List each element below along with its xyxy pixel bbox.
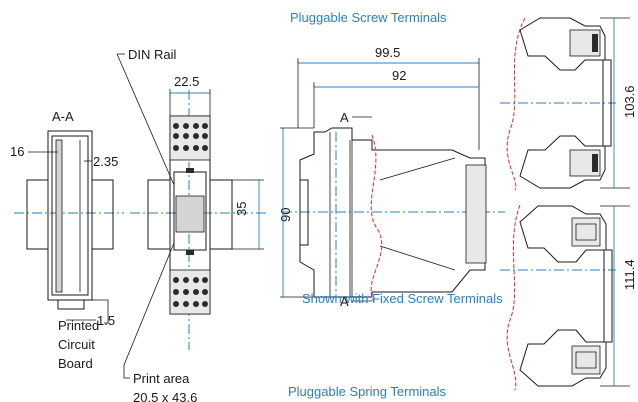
dim-16: 16: [10, 144, 24, 159]
pcb-label-line3: Board: [58, 356, 93, 371]
section-mark-bottom: A: [340, 294, 349, 309]
dim-35: 35: [234, 202, 249, 216]
section-mark-top: A: [340, 110, 349, 125]
pcb-label-line1: Printed: [58, 318, 99, 333]
fixed-screw-label: Shown with Fixed Screw Terminals: [302, 291, 503, 306]
front-view: 22.5 35 DIN Rail Print area 20.5 x 43.6: [116, 47, 266, 402]
spring-terminal-view: Pluggable Spring Terminals 111.4: [288, 204, 637, 399]
section-label: A-A: [52, 109, 74, 124]
dim-103-6: 103.6: [622, 85, 637, 118]
side-body: [299, 127, 486, 298]
print-area-label-line2: 20.5 x 43.6: [133, 390, 197, 402]
front-screws: [173, 123, 208, 307]
pluggable-screw-label: Pluggable Screw Terminals: [290, 10, 447, 25]
side-view: 99.5 92 90 A A Shown with Fixed Screw Te…: [278, 45, 505, 309]
break-line-screw: [506, 17, 526, 191]
dim-90: 90: [278, 208, 293, 222]
break-line-side: [370, 134, 383, 303]
pcb-label-line2: Circuit: [58, 337, 95, 352]
dim-2-35: 2.35: [93, 154, 118, 169]
print-area: [175, 195, 205, 233]
dim-111-4: 111.4: [622, 259, 637, 290]
dim-92: 92: [392, 68, 406, 83]
print-area-label-line1: Print area: [133, 371, 190, 386]
break-line-spring: [506, 204, 521, 391]
din-rail-label: DIN Rail: [128, 47, 177, 62]
dim-1-5: 1.5: [97, 313, 115, 328]
pluggable-spring-label: Pluggable Spring Terminals: [288, 384, 447, 399]
screw-terminal-view: Pluggable Screw Terminals 103.6: [290, 10, 637, 191]
pcb-section: [55, 139, 63, 293]
section-view-a-a: A-A 16 2.35 1.5 Printed Circuit Board: [10, 109, 124, 371]
dim-22-5: 22.5: [174, 74, 199, 89]
dim-99-5: 99.5: [375, 45, 400, 60]
